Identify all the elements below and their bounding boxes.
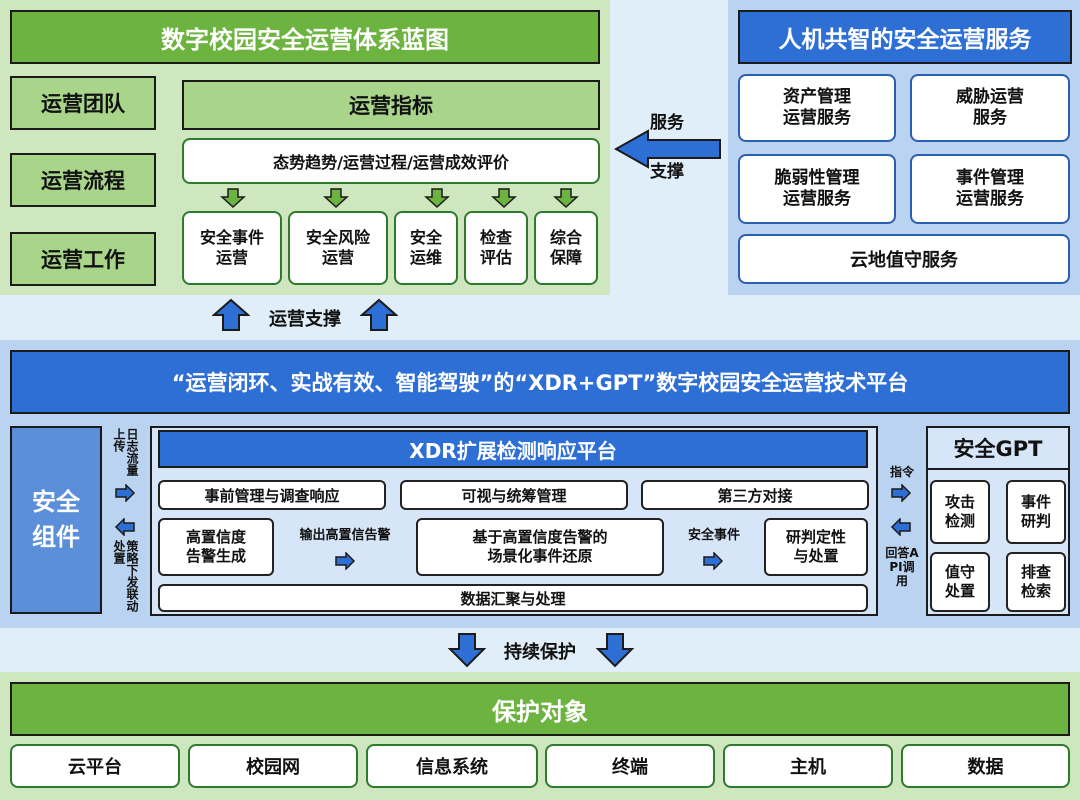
security-component: 安全 组件 bbox=[10, 426, 102, 614]
indicator-item: 安全风险 运营 bbox=[288, 211, 388, 285]
high-alert-box: 高置信度 告警生成 bbox=[158, 518, 274, 576]
right-arrow-icon bbox=[115, 484, 136, 502]
up-arrow-icon bbox=[360, 298, 398, 331]
indicator-item: 安全 运维 bbox=[394, 211, 458, 285]
protect-item: 信息系统 bbox=[366, 744, 538, 788]
service-item: 脆弱性管理 运营服务 bbox=[738, 154, 896, 224]
left-arrow-icon bbox=[613, 129, 721, 169]
protect-item: 数据 bbox=[901, 744, 1070, 788]
service-item: 威胁运营 服务 bbox=[910, 74, 1070, 142]
left-arrow-icon bbox=[114, 518, 135, 536]
indicator-item: 综合 保障 bbox=[534, 211, 598, 285]
down-arrow-icon bbox=[220, 188, 246, 209]
gpt-item: 攻击 检测 bbox=[930, 480, 990, 544]
up-arrow-icon bbox=[212, 298, 250, 331]
ops-team: 运营团队 bbox=[10, 76, 156, 130]
left-arrow-icon bbox=[890, 518, 911, 536]
down-arrow-icon bbox=[448, 633, 486, 668]
blueprint-title: 数字校园安全运营体系蓝图 bbox=[10, 10, 600, 64]
protect-item: 终端 bbox=[545, 744, 715, 788]
output-alert-label: 输出高置信告警 bbox=[299, 527, 391, 543]
ops-support-label: 运营支撑 bbox=[269, 309, 341, 330]
right-arrow-icon bbox=[335, 552, 356, 570]
service-bottom: 云地值守服务 bbox=[738, 234, 1070, 284]
service-support-label: 服务 支撑 bbox=[650, 112, 684, 182]
ops-indicators-title: 运营指标 bbox=[182, 80, 600, 130]
continuous-protection-label: 持续保护 bbox=[504, 642, 576, 663]
security-event-label: 安全事件 bbox=[687, 527, 740, 543]
services-title: 人机共智的安全运营服务 bbox=[738, 10, 1072, 64]
indicator-arrows bbox=[220, 188, 579, 209]
xdr-module: 第三方对接 bbox=[641, 480, 869, 510]
judge-box: 研判定性 与处置 bbox=[764, 518, 868, 576]
right-arrow-icon bbox=[703, 552, 724, 570]
down-arrow-icon bbox=[424, 188, 450, 209]
gpt-item: 值守 处置 bbox=[930, 552, 990, 612]
ops-indicators-subtitle: 态势趋势/运营过程/运营成效评价 bbox=[182, 138, 600, 184]
gpt-item: 事件 研判 bbox=[1006, 480, 1066, 544]
command-label: 指令 bbox=[889, 464, 914, 479]
gpt-title: 安全GPT bbox=[928, 428, 1068, 470]
scene-restore-box: 基于高置信度告警的 场景化事件还原 bbox=[416, 518, 664, 576]
xdr-module: 可视与统筹管理 bbox=[400, 480, 628, 510]
protect-item: 云平台 bbox=[10, 744, 180, 788]
down-arrow-icon bbox=[596, 633, 634, 668]
data-aggregation-box: 数据汇聚与处理 bbox=[158, 584, 868, 612]
indicator-item: 安全事件 运营 bbox=[182, 211, 282, 285]
platform-banner: “运营闭环、实战有效、智能驾驶”的“XDR+GPT”数字校园安全运营技术平台 bbox=[10, 350, 1070, 414]
service-item: 事件管理 运营服务 bbox=[910, 154, 1070, 224]
ops-process: 运营流程 bbox=[10, 153, 156, 207]
down-arrow-icon bbox=[553, 188, 579, 209]
protect-item: 校园网 bbox=[188, 744, 358, 788]
service-item: 资产管理 运营服务 bbox=[738, 74, 896, 142]
gpt-item: 排查 检索 bbox=[1006, 552, 1066, 612]
policy-dispatch-label: 策略下发联动处置 bbox=[112, 540, 139, 612]
protect-item: 主机 bbox=[723, 744, 893, 788]
down-arrow-icon bbox=[491, 188, 517, 209]
api-call-label: 回答API调用 bbox=[885, 546, 919, 588]
log-upload-label: 日志流量上传 bbox=[112, 428, 139, 476]
right-arrow-icon bbox=[891, 484, 912, 502]
indicator-item: 检查 评估 bbox=[464, 211, 528, 285]
down-arrow-icon bbox=[323, 188, 349, 209]
xdr-title: XDR扩展检测响应平台 bbox=[158, 430, 868, 468]
ops-work: 运营工作 bbox=[10, 232, 156, 286]
protect-title: 保护对象 bbox=[10, 682, 1070, 736]
xdr-module: 事前管理与调查响应 bbox=[158, 480, 386, 510]
